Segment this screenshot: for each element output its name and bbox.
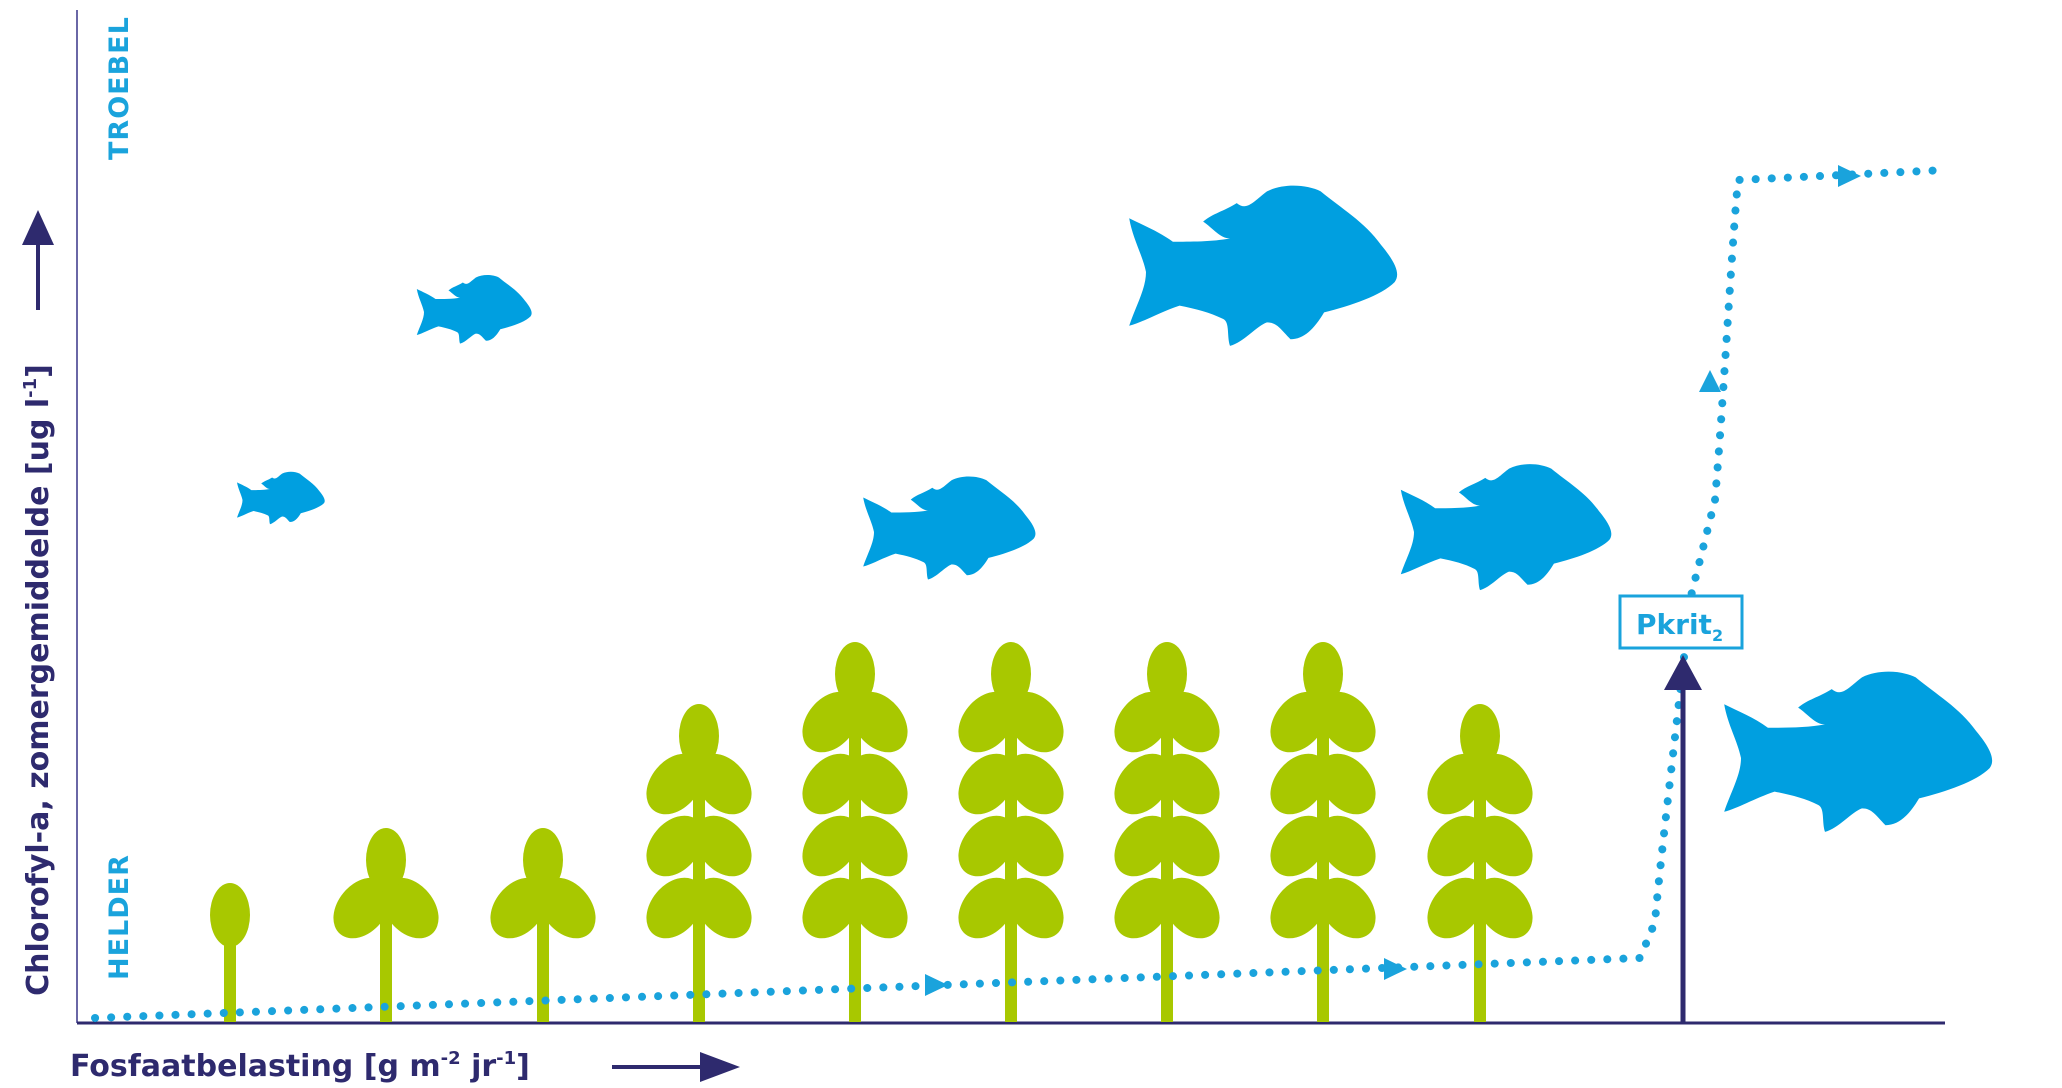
plant-leaf: [1318, 877, 1376, 939]
plant-8: [1270, 642, 1376, 1022]
path-arrow-1: [925, 974, 948, 996]
plant-bud: [1303, 642, 1343, 706]
plant-bud: [366, 828, 406, 892]
plant-leaf: [1270, 877, 1328, 939]
plant-leaf: [694, 877, 752, 939]
plant-leaf: [1114, 877, 1172, 939]
plant-leaf: [381, 877, 439, 939]
plant-bud: [835, 642, 875, 706]
plant-leaf: [958, 877, 1016, 939]
plant-leaf: [958, 815, 1016, 877]
plant-leaf: [850, 691, 908, 753]
plant-leaf: [1162, 753, 1220, 815]
plant-leaf: [1270, 815, 1328, 877]
plant-leaf: [1114, 691, 1172, 753]
plants-group: [210, 642, 1533, 1022]
fish-small: [416, 275, 532, 344]
x-axis-label: Fosfaatbelasting [g m-2 jr-1]: [70, 1048, 530, 1084]
plant-leaf: [1270, 691, 1328, 753]
plant-leaf: [958, 691, 1016, 753]
x-axis-arrow: [612, 1052, 740, 1082]
plant-leaf: [1006, 877, 1064, 939]
threshold-marker: Pkrit2: [1618, 594, 1744, 1022]
plant-bud: [991, 642, 1031, 706]
plant-leaf: [958, 753, 1016, 815]
state-path: [91, 165, 1949, 1022]
plant-leaf: [1475, 753, 1533, 815]
plant-6: [958, 642, 1064, 1022]
path-arrow-3: [1699, 370, 1721, 392]
fish-large-bottom-right: [1724, 671, 1993, 832]
plant-leaf: [1162, 815, 1220, 877]
path-arrow-2: [1384, 958, 1407, 980]
plant-leaf: [1427, 753, 1485, 815]
plant-bud: [210, 883, 250, 947]
plant-stem: [1474, 736, 1486, 1022]
plant-leaf: [1162, 691, 1220, 753]
plant-bud: [1460, 704, 1500, 768]
plant-leaf: [1427, 815, 1485, 877]
fish-medium-right: [1400, 464, 1612, 591]
plant-leaf: [1318, 753, 1376, 815]
plant-bud: [523, 828, 563, 892]
plant-leaf: [1475, 877, 1533, 939]
plant-4: [646, 704, 752, 1022]
y-axis-label-group: Chlorofyl-a, zomergemiddelde [ug l-1]: [20, 364, 56, 996]
plant-leaf: [802, 815, 860, 877]
plant-leaf: [1475, 815, 1533, 877]
plant-leaf: [802, 753, 860, 815]
fish-group: [237, 185, 1993, 832]
path-arrow-4: [1838, 165, 1861, 187]
fish-large-top: [1129, 185, 1398, 346]
zone-label-troebel: TROEBEL: [104, 16, 135, 160]
plant-leaf: [1162, 877, 1220, 939]
zone-label-helder: HELDER: [104, 854, 135, 980]
plant-2: [333, 828, 439, 1022]
axes: [76, 10, 1945, 1025]
plant-1: [210, 883, 250, 1022]
plant-leaf: [850, 753, 908, 815]
plant-leaf: [538, 877, 596, 939]
y-axis-label: Chlorofyl-a, zomergemiddelde [ug l-1]: [20, 364, 56, 996]
plant-leaf: [490, 877, 548, 939]
threshold-box: [1618, 594, 1744, 650]
plant-7: [1114, 642, 1220, 1022]
plant-leaf: [694, 753, 752, 815]
plant-leaf: [1427, 877, 1485, 939]
plant-leaf: [1006, 691, 1064, 753]
plant-leaf: [1114, 753, 1172, 815]
plant-3: [490, 828, 596, 1022]
plant-leaf: [1114, 815, 1172, 877]
plant-leaf: [1318, 815, 1376, 877]
plant-leaf: [850, 815, 908, 877]
plant-bud: [679, 704, 719, 768]
plant-bud: [1147, 642, 1187, 706]
plant-leaf: [1006, 753, 1064, 815]
plant-leaf: [850, 877, 908, 939]
fish-tiny: [237, 471, 325, 525]
plant-5: [802, 642, 908, 1022]
plant-leaf: [802, 691, 860, 753]
fish-medium-center: [863, 476, 1036, 580]
y-axis-arrow: [22, 210, 54, 310]
plant-leaf: [1318, 691, 1376, 753]
plant-leaf: [333, 877, 391, 939]
plant-leaf: [646, 815, 704, 877]
plant-stem: [693, 736, 705, 1022]
plant-leaf: [694, 815, 752, 877]
plant-leaf: [646, 877, 704, 939]
plant-leaf: [1270, 753, 1328, 815]
plant-9: [1427, 704, 1533, 1022]
plant-leaf: [802, 877, 860, 939]
plant-leaf: [1006, 815, 1064, 877]
threshold-label: Pkrit2: [1636, 608, 1723, 645]
plant-leaf: [646, 753, 704, 815]
